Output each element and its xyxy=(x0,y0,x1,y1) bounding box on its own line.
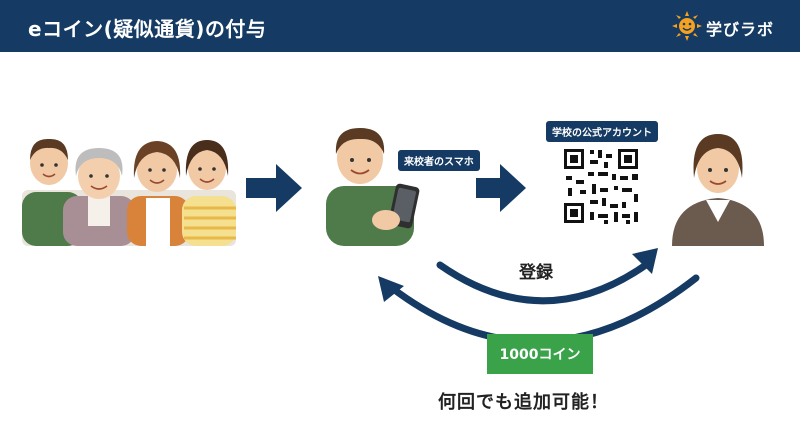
brand-logo: 学びラボ xyxy=(672,9,782,43)
visitor-with-phone-illustration xyxy=(326,128,420,246)
register-curve-arrow xyxy=(436,258,654,305)
school-account-label: 学校の公式アカウント xyxy=(546,121,658,142)
header-bar: eコイン(疑似通貨)の付与 学びラボ xyxy=(0,0,800,52)
coin-amount-badge: 1000コイン xyxy=(487,334,593,374)
school-staff-illustration xyxy=(672,134,764,246)
arrow-head-icon xyxy=(632,248,658,274)
repeat-note: 何回でも追加可能！ xyxy=(438,392,609,413)
right-arrow-icon xyxy=(246,164,302,212)
coin-return-curve-arrow xyxy=(388,274,700,346)
page-title: eコイン(疑似通貨)の付与 xyxy=(28,17,267,41)
family-group-illustration xyxy=(22,138,236,246)
arrow-head-icon xyxy=(378,276,404,302)
logo-text: 学びラボ xyxy=(706,20,775,39)
right-arrow-icon xyxy=(476,164,526,212)
register-label: 登録 xyxy=(519,263,553,283)
qr-code xyxy=(561,146,641,226)
visitor-phone-label: 来校者のスマホ xyxy=(398,150,480,171)
sun-icon xyxy=(672,11,702,41)
